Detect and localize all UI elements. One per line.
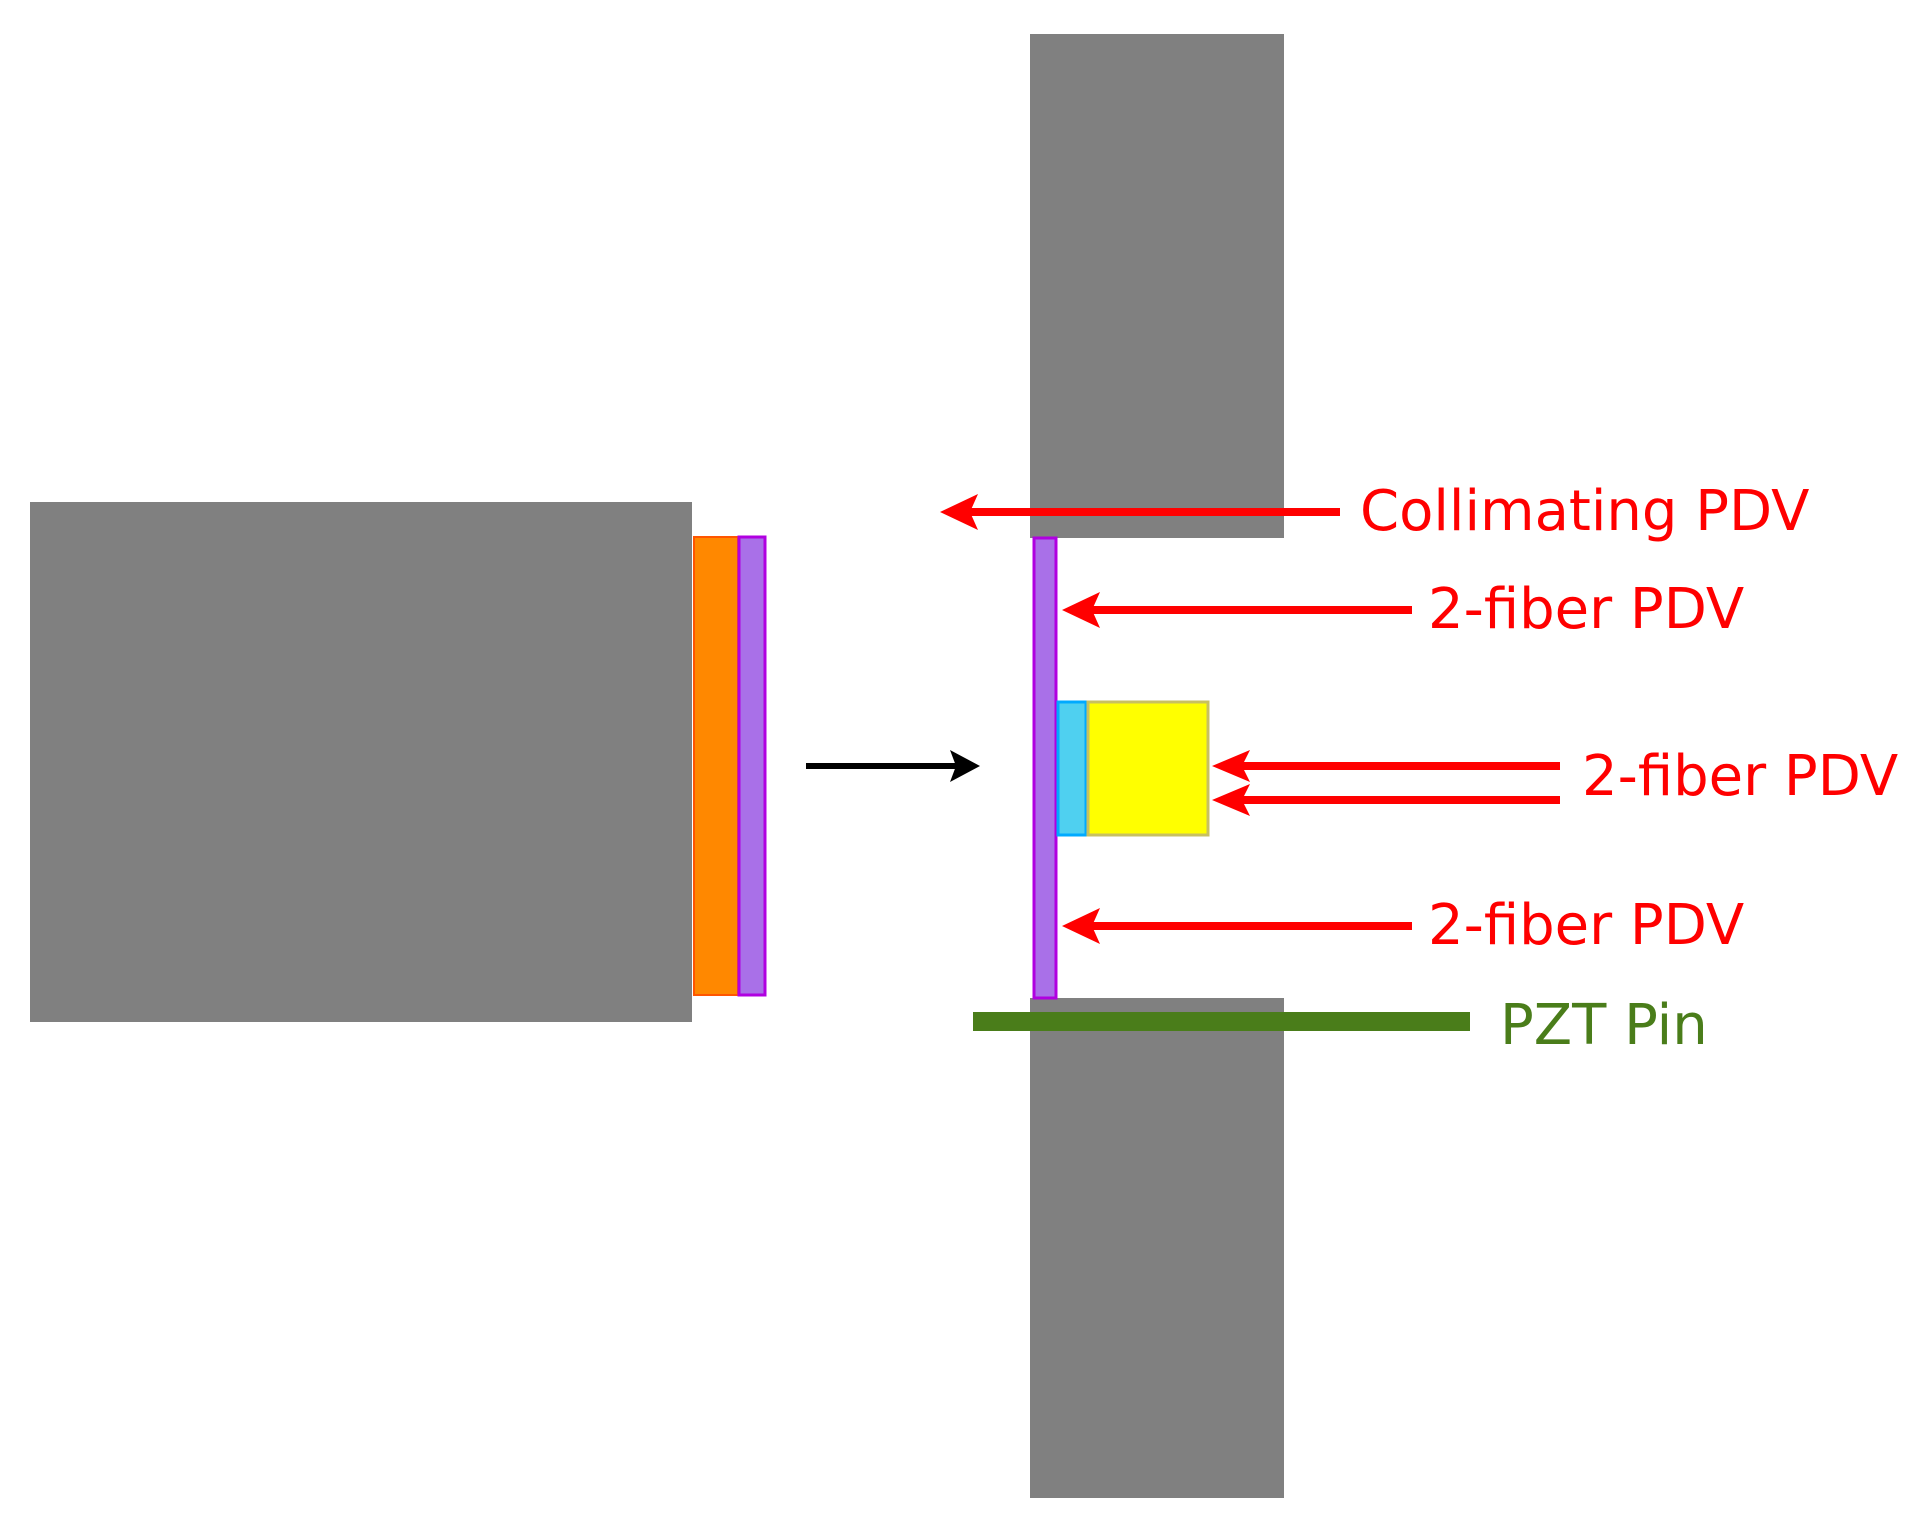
label-two-fiber-pdv-middle: 2-fiber PDV xyxy=(1582,744,1898,809)
projectile-block xyxy=(30,502,692,1022)
label-collimating-pdv: Collimating PDV xyxy=(1360,479,1809,544)
collimating-pdv-arrow xyxy=(940,494,1340,530)
yellow-block xyxy=(1086,700,1210,837)
target-holder-lower xyxy=(1030,998,1284,1498)
projectile-purple-layer xyxy=(737,535,767,997)
target-purple-plate xyxy=(1032,536,1058,1000)
two-fiber-pdv-middle-arrow-1 xyxy=(1212,750,1560,782)
pzt-pin xyxy=(973,1012,1470,1031)
two-fiber-pdv-middle-arrow-2 xyxy=(1212,784,1560,816)
label-pzt-pin: PZT Pin xyxy=(1500,993,1708,1058)
label-two-fiber-pdv-bottom: 2-fiber PDV xyxy=(1428,893,1744,958)
cyan-window xyxy=(1056,700,1088,837)
motion-arrow xyxy=(806,750,980,782)
label-two-fiber-pdv-top: 2-fiber PDV xyxy=(1428,577,1744,642)
two-fiber-pdv-bottom-arrow xyxy=(1062,908,1412,944)
two-fiber-pdv-top-arrow xyxy=(1062,592,1412,628)
orange-layer xyxy=(693,536,739,996)
target-holder-upper xyxy=(1030,34,1284,538)
